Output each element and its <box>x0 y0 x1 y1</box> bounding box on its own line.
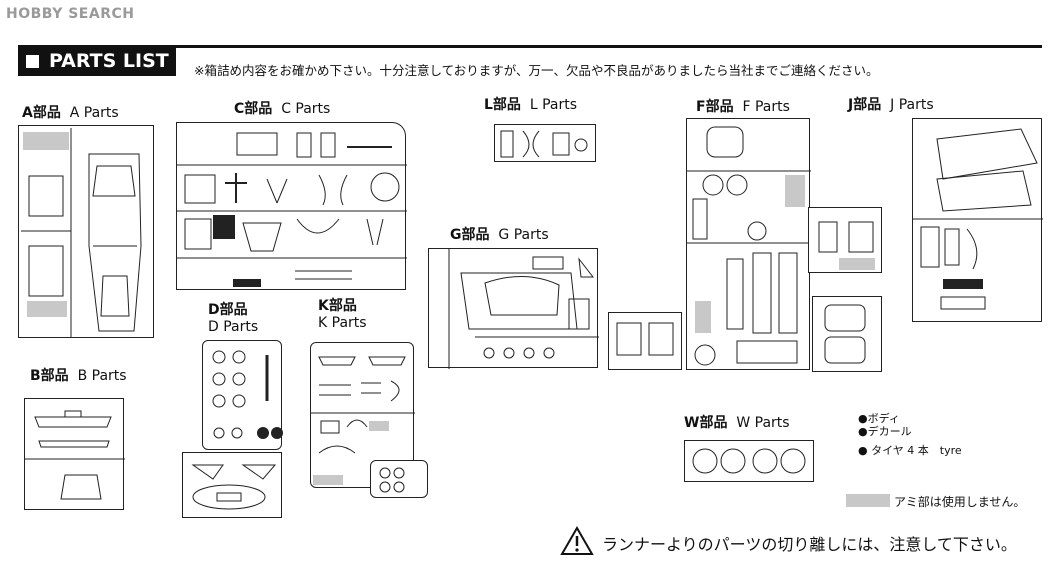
runner-l-drawing <box>500 130 588 158</box>
label-d-jp: D部品 <box>208 302 248 318</box>
runner-b <box>24 398 125 510</box>
label-b-parts: B部品 B Parts <box>30 365 127 385</box>
parts-list-title-text: PARTS LIST <box>49 50 169 72</box>
warning-text: ランナーよりのパーツの切り離しには、注意して下さい。 <box>602 535 1017 554</box>
label-c-en: C Parts <box>281 101 331 117</box>
runner-a <box>18 125 154 338</box>
runner-k-small <box>370 460 428 498</box>
runner-l <box>494 124 596 162</box>
label-d-en: D Parts <box>208 319 259 335</box>
runner-g-side-drawing <box>616 322 674 356</box>
label-c-parts: C部品 C Parts <box>234 98 330 118</box>
label-b-jp: B部品 <box>30 368 69 384</box>
runner-k-drawing <box>311 356 415 485</box>
runner-c <box>176 122 407 290</box>
mesh-swatch <box>846 494 890 507</box>
runner-d-lower-drawing <box>191 464 277 510</box>
runner-a-drawing <box>21 128 142 338</box>
runner-g-side <box>608 312 682 370</box>
label-f-en: F Parts <box>742 99 790 115</box>
runner-f-lower-drawing <box>824 304 866 364</box>
square-icon <box>26 55 39 68</box>
runner-w <box>684 440 814 482</box>
runner-j <box>912 118 1043 322</box>
runner-g-drawing <box>448 249 599 369</box>
runner-g <box>428 248 599 369</box>
legend: ●ボディ ●デカール ● タイヤ 4 本 tyre <box>858 412 962 457</box>
legend-body: ●ボディ <box>858 412 900 425</box>
legend-tyre: ● タイヤ 4 本 tyre <box>858 444 962 457</box>
label-a-parts: A部品 A Parts <box>22 102 119 122</box>
runner-w-drawing <box>692 448 806 474</box>
legend-decal: ●デカール <box>858 425 912 438</box>
warning-triangle-icon <box>560 526 594 555</box>
label-w-parts: W部品 W Parts <box>684 412 790 432</box>
label-l-parts: L部品 L Parts <box>484 94 577 114</box>
runner-c-drawing <box>177 132 407 287</box>
runner-f-lower <box>812 296 882 372</box>
runner-k-small-drawing <box>379 467 405 493</box>
header-rule <box>18 45 1042 48</box>
label-j-en: J Parts <box>890 97 934 113</box>
label-l-en: L Parts <box>529 97 578 113</box>
runner-b-drawing <box>25 410 125 500</box>
label-f-parts: F部品 F Parts <box>696 96 790 116</box>
label-l-jp: L部品 <box>484 97 521 113</box>
mesh-note: アミ部は使用しません。 <box>894 495 1026 509</box>
runner-f-side-drawing <box>818 221 875 270</box>
label-g-en: G Parts <box>498 227 549 243</box>
runner-d <box>202 340 283 450</box>
runner-d-lower <box>182 452 282 518</box>
runner-j-drawing <box>913 128 1043 310</box>
runner-d-drawing <box>212 350 283 439</box>
label-w-jp: W部品 <box>684 415 728 431</box>
label-k-jp: K部品 <box>318 298 357 314</box>
parts-list-title: PARTS LIST <box>18 46 176 76</box>
header-note: ※箱詰め内容をお確かめ下さい。十分注意しておりますが、万一、欠品や不良品がありま… <box>194 63 879 78</box>
label-a-en: A Parts <box>69 105 119 121</box>
label-j-parts: J部品 J Parts <box>848 94 934 114</box>
label-g-parts: G部品 G Parts <box>450 224 549 244</box>
brand-logo: HOBBY SEARCH <box>6 6 135 22</box>
runner-f-drawing <box>687 126 811 366</box>
label-c-jp: C部品 <box>234 101 273 117</box>
runner-f-side <box>808 207 882 273</box>
runner-f <box>686 118 811 370</box>
label-j-jp: J部品 <box>848 97 882 113</box>
label-g-jp: G部品 <box>450 227 490 243</box>
label-a-jp: A部品 <box>22 105 61 121</box>
label-w-en: W Parts <box>736 415 790 431</box>
label-k-en: K Parts <box>318 315 367 331</box>
label-f-jp: F部品 <box>696 99 734 115</box>
label-b-en: B Parts <box>77 368 127 384</box>
